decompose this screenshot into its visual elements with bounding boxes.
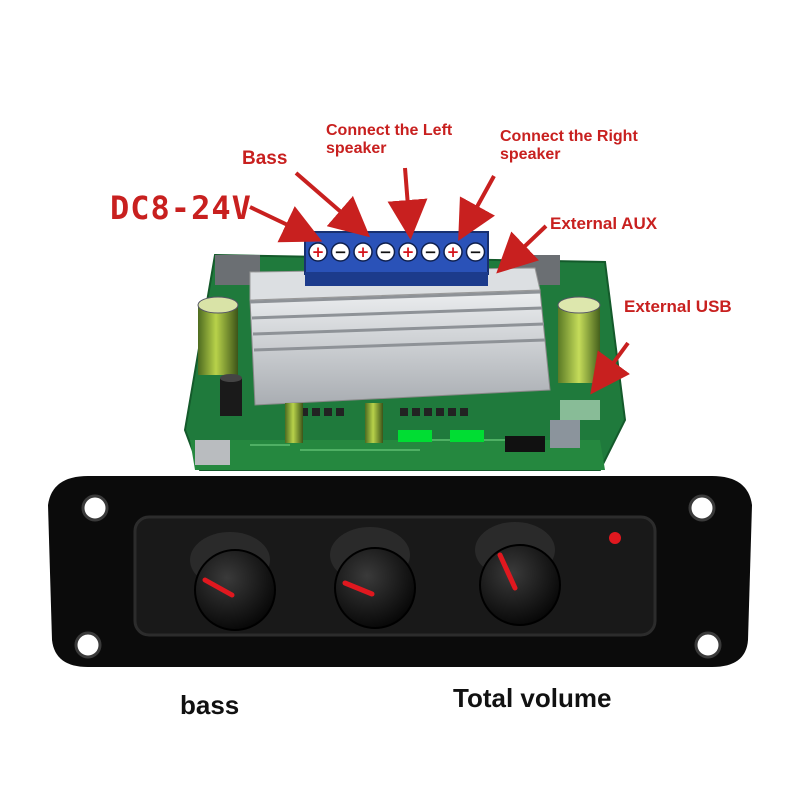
terminal-mark: +	[402, 243, 415, 261]
label-left-speaker: Connect the Left speaker	[326, 122, 453, 158]
terminal-mark: +	[312, 243, 325, 261]
caption-bass: bass	[180, 690, 240, 720]
terminal-mark: −	[469, 243, 482, 261]
arrow-left-speaker	[387, 167, 428, 240]
terminal-mark: +	[357, 243, 370, 261]
terminal-block	[304, 231, 489, 286]
label-power-input: DC8-24V	[110, 189, 252, 227]
terminal-negative: −	[465, 242, 486, 262]
arrow-bass	[294, 171, 371, 238]
terminal-negative: −	[420, 242, 441, 262]
arrow-right-speaker	[458, 175, 496, 242]
terminal-positive: +	[353, 242, 373, 262]
capacitor-right	[557, 296, 601, 383]
label-external-aux: External AUX	[550, 214, 658, 233]
capacitor-small-center	[285, 403, 383, 443]
middle-knob	[330, 527, 416, 629]
terminal-negative: −	[375, 242, 396, 262]
terminal-mark: −	[379, 243, 392, 261]
label-right-speaker: Connect the Right speaker	[500, 128, 638, 164]
arrow-aux	[496, 224, 548, 274]
terminal-positive: +	[308, 242, 328, 262]
arrow-usb	[590, 341, 631, 395]
bass-knob	[190, 532, 276, 631]
terminal-mark: +	[447, 243, 460, 261]
label-bass: Bass	[242, 148, 288, 169]
capacitor-left	[197, 296, 239, 375]
caption-total-volume: Total volume	[453, 683, 612, 713]
mount-hole-top-left	[81, 494, 109, 522]
label-external-usb: External USB	[624, 297, 732, 316]
terminal-mark: −	[334, 243, 347, 261]
indicator-led	[609, 532, 621, 544]
terminal-positive: +	[443, 242, 463, 262]
annotation-arrows	[249, 167, 631, 395]
terminal-negative: −	[330, 242, 351, 262]
mount-hole-bottom-right	[694, 631, 722, 659]
volume-knob	[475, 522, 561, 626]
arrow-power	[249, 205, 323, 243]
mount-hole-bottom-left	[74, 631, 102, 659]
mount-hole-top-right	[688, 494, 716, 522]
terminal-mark: −	[424, 243, 437, 261]
terminal-positive: +	[398, 242, 418, 262]
capacitor-small-left	[220, 374, 242, 416]
terminal-screws: +−+−+−+−	[308, 242, 486, 262]
heatsink	[249, 267, 551, 406]
